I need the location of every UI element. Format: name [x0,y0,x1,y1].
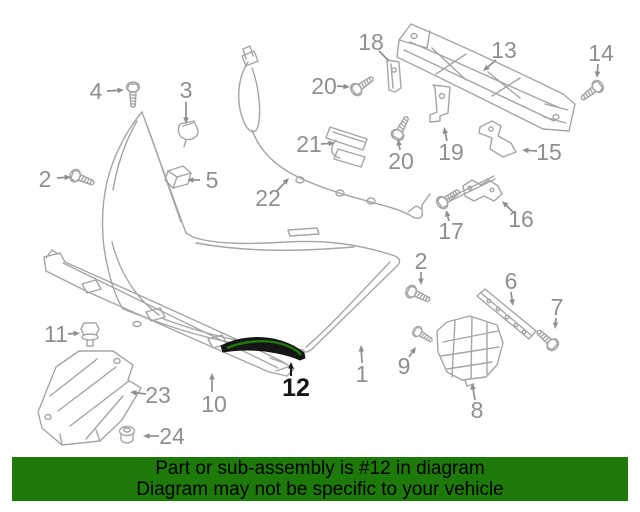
notice-banner-line1: Part or sub-assembly is #12 in diagram [155,458,485,479]
callout-2-left-label: 2 [39,166,52,192]
part-21-retainer [325,126,368,168]
part-5-clip [164,165,192,189]
callout-4-label: 4 [90,78,103,104]
callout-1-label: 1 [356,361,369,387]
callout-1-arrowhead [358,345,365,352]
part-2-screw-right [403,282,434,307]
callout-23-arrowhead [130,390,137,396]
part-17-screw [433,184,464,212]
callout-17-label: 17 [438,218,464,244]
callout-21-arrow [320,142,329,145]
callout-11-label: 11 [44,321,68,347]
notice-banner: Part or sub-assembly is #12 in diagram D… [12,457,628,501]
callout-20-right-arrowhead [396,139,402,146]
callout-13-label: 13 [491,37,517,63]
callout-12-arrowhead [288,362,294,369]
part-3-clip [177,120,199,148]
callout-24-arrowhead [143,433,150,439]
callout-23-label: 23 [145,382,171,408]
callout-18-label: 18 [358,29,384,55]
part-8-side-support [436,315,504,387]
callout-18-arrow [378,50,390,62]
callout-19-arrowhead [442,127,449,134]
part-10-lower-trim [43,249,295,377]
callout-20-right-arrow [398,145,401,151]
callout-9-arrowhead [409,347,416,354]
part-14-bolt [576,77,607,105]
callout-1-arrow [360,351,363,364]
callout-20-left-label: 20 [311,73,337,99]
callout-21-label: 21 [296,131,322,157]
part-15-bracket [478,120,517,158]
callout-9-arrow [408,351,413,358]
callout-16-arrow [505,204,514,213]
callout-9-label: 9 [398,353,411,379]
part-22-harness [238,45,431,219]
callout-3-label: 3 [180,77,193,103]
part-4-bolt [125,81,141,109]
callout-13-arrowhead [483,64,490,71]
callout-6-label: 6 [505,268,518,294]
callout-23-arrow [136,391,147,395]
part-16-bracket [446,175,503,203]
callout-5-label: 5 [206,167,219,193]
part-2-screw-left [67,167,98,191]
callout-6-arrowhead [509,299,515,306]
callout-2-left-arrow [56,176,65,179]
part-24-grommet [118,425,136,444]
callout-19-label: 19 [438,139,464,165]
part-6-side-bracket [476,288,537,340]
part-20-screw-left [347,71,378,99]
callout-13-arrow [487,59,497,68]
callout-22-arrowhead [282,178,289,185]
part-11-bolt [80,322,100,347]
callout-20-right-label: 20 [388,148,414,174]
part-13-impact-bar [396,23,576,132]
part-7-bolt [532,325,562,354]
callout-2-left-arrowhead [64,174,71,181]
callout-16-label: 16 [508,206,534,232]
callout-20-left-arrow [336,85,344,88]
callout-21-arrowhead [328,140,335,147]
callout-2-right-label: 2 [415,248,428,274]
callout-19-arrow [444,133,448,142]
notice-banner-line2: Diagram may not be specific to your vehi… [136,479,504,500]
callout-14-arrowhead [594,71,601,78]
callout-12-label: 12 [282,374,310,402]
callout-7-arrowhead [552,322,559,329]
callout-14-label: 14 [588,40,614,66]
part-18-bracket [386,59,402,93]
callout-15-label: 15 [536,139,562,165]
part-19-bracket [429,84,451,123]
callout-5-arrowhead [187,177,194,183]
callout-16-arrowhead [502,201,509,208]
callout-24-label: 24 [159,423,185,449]
callout-6-arrow [510,291,513,300]
part-12-reflector-highlighted [220,337,306,361]
callout-14-arrow [596,63,599,72]
part-23-under-cover [37,350,142,446]
callout-layer: 4 3 2 5 18 20 13 14 21 22 20 19 15 16 17 2 6 7 9 8 1 10 11 23 24… [39,29,614,449]
callout-17-arrow [446,216,450,222]
callout-15-arrow [528,149,538,152]
callout-3-arrowhead [183,117,189,124]
callout-17-arrowhead [445,210,451,218]
callout-10-label: 10 [201,391,227,417]
part-20-screw-right [388,113,414,144]
part-9-screw [410,324,436,347]
callout-8-arrowhead [470,383,476,390]
callout-4-arrow [106,89,118,92]
callout-8-label: 8 [471,397,484,423]
callout-22-label: 22 [255,185,281,211]
callout-10-arrowhead [209,373,215,380]
callout-11-arrowhead [73,330,80,337]
callout-15-arrowhead [522,147,529,154]
callout-22-arrow [276,182,286,192]
callout-2-right-arrowhead [418,278,424,285]
callout-4-arrowhead [117,87,124,94]
callout-8-arrow [472,389,476,401]
callout-20-left-arrowhead [343,83,350,90]
callout-7-label: 7 [551,294,564,320]
